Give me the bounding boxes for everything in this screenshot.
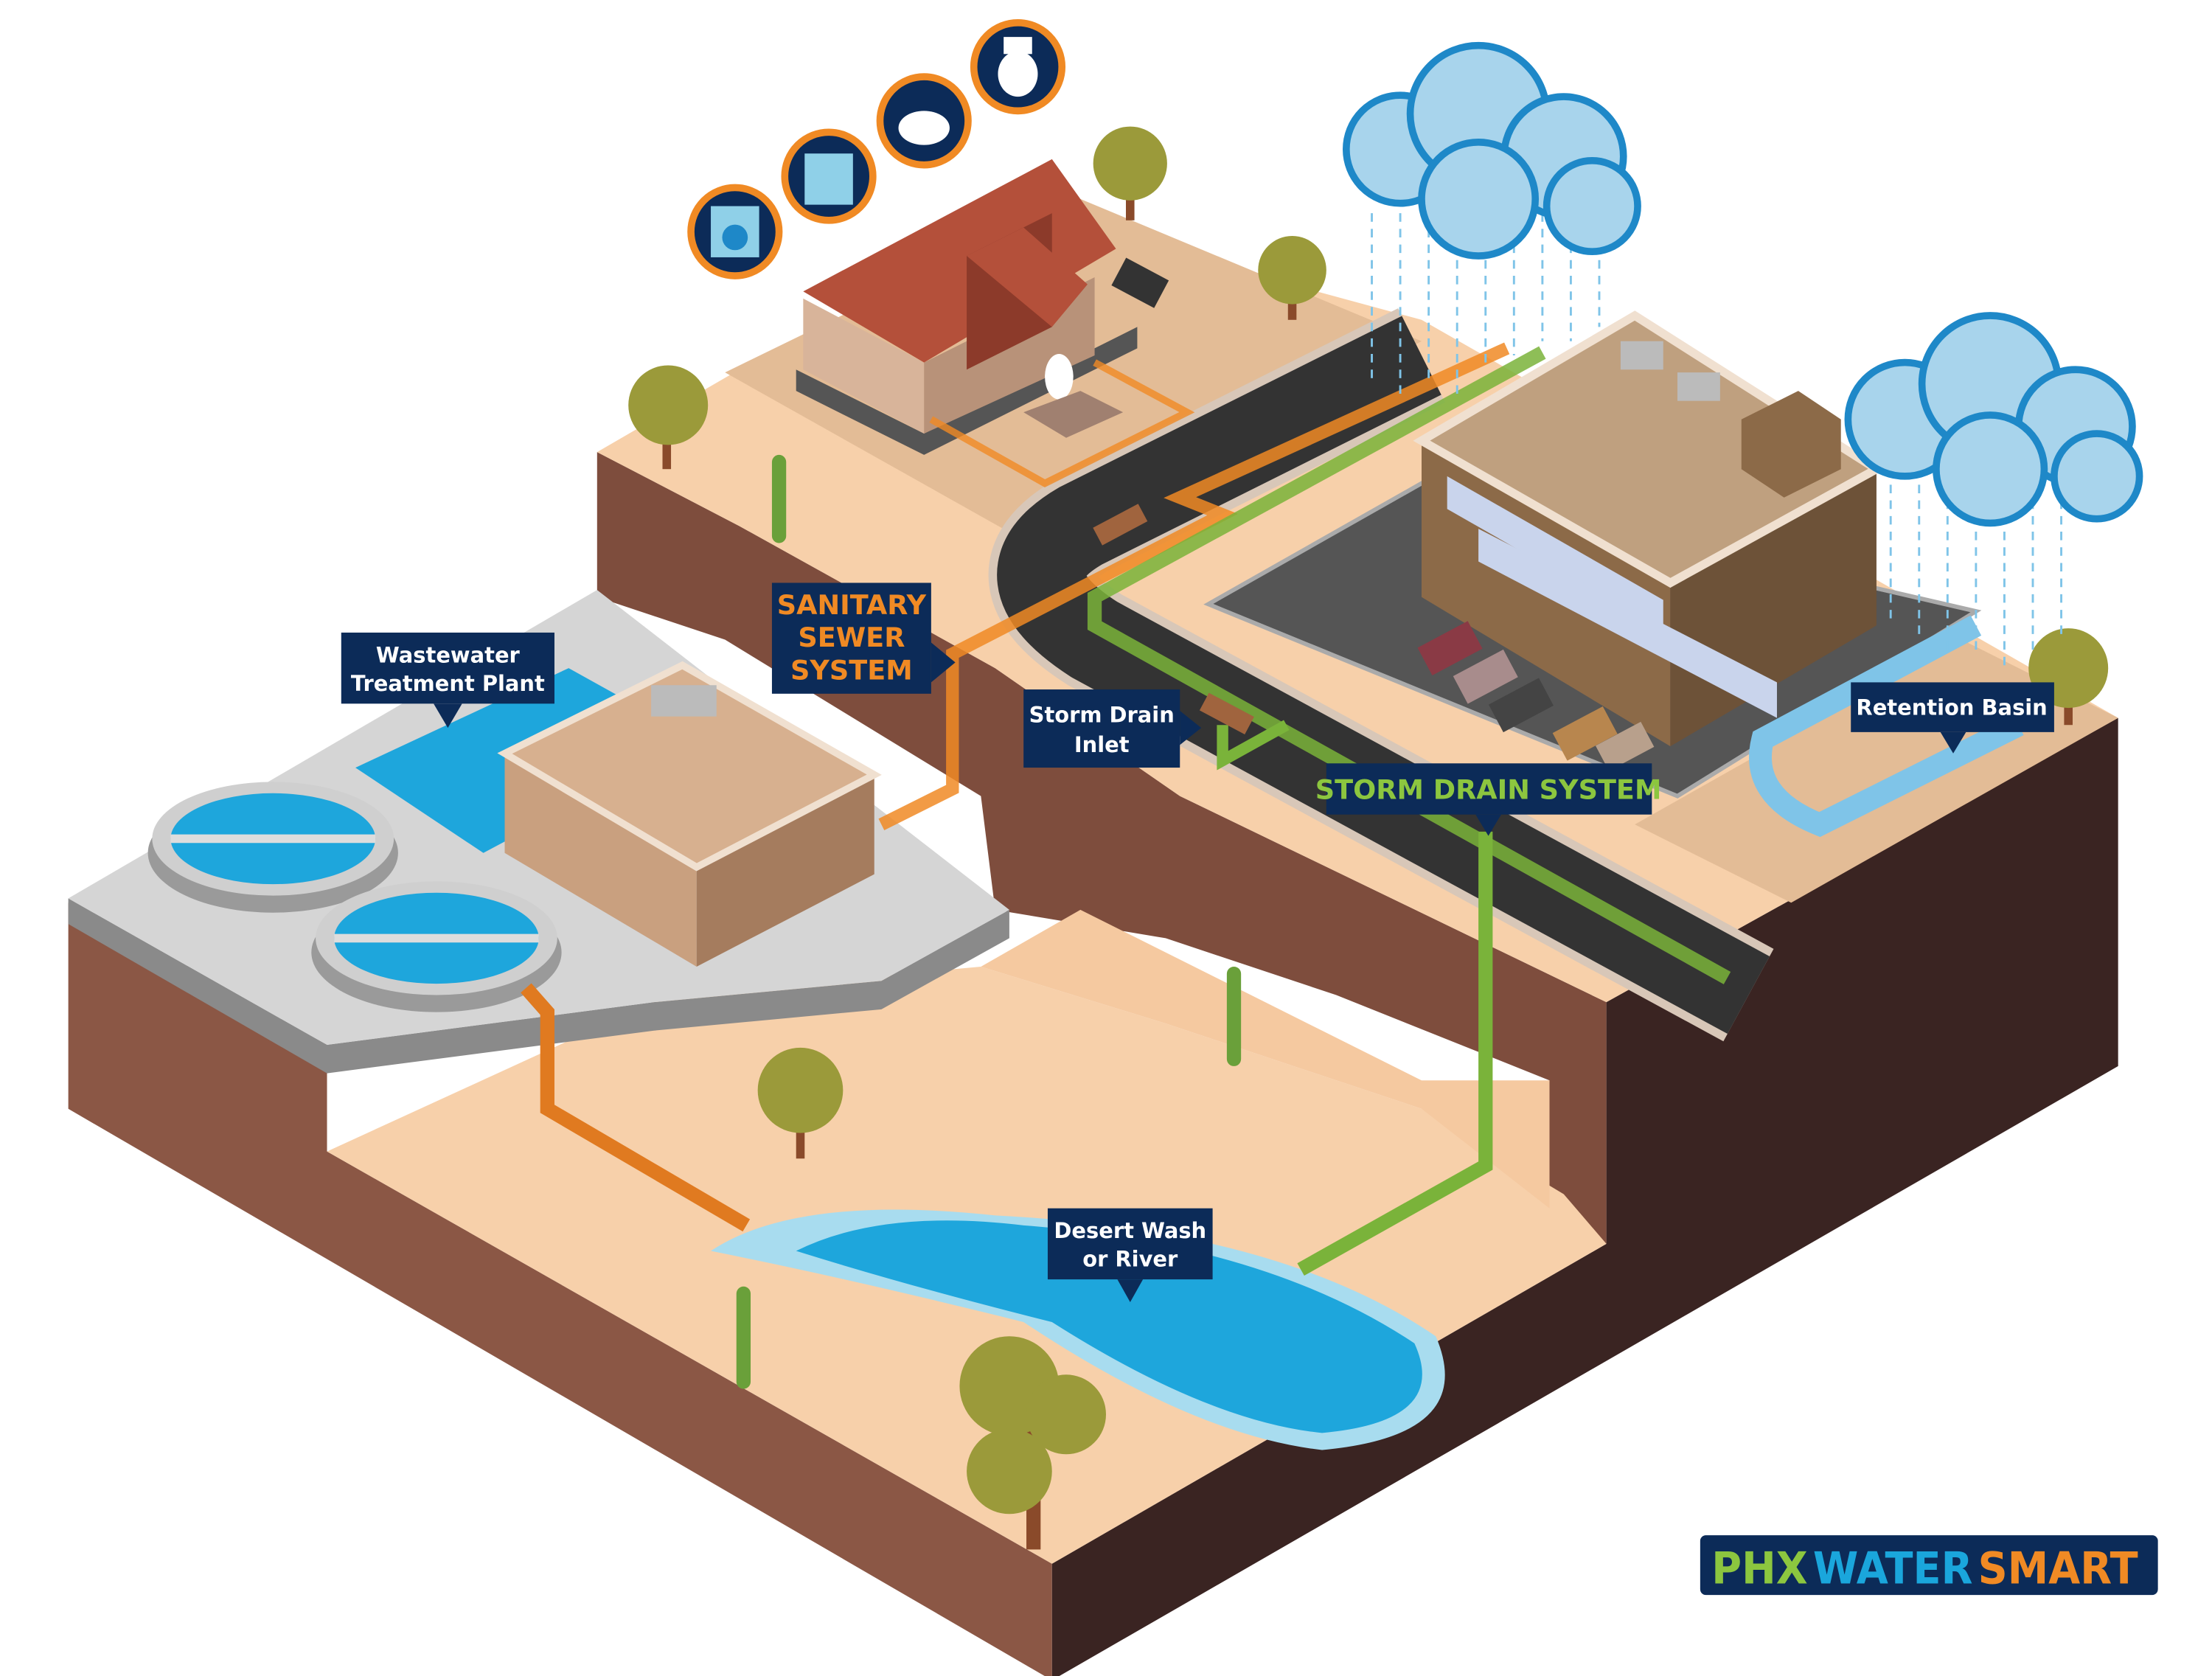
house-sewer-pipe: [929, 359, 1195, 487]
toilet-icon: [970, 19, 1066, 115]
logo-smart: SMART: [1978, 1544, 2138, 1595]
label-storm-drain-inlet: Storm Drain Inlet: [1023, 689, 1202, 768]
house: [796, 159, 1138, 455]
plant-slab-edge: [68, 898, 1009, 1074]
storm-outfall-pipe: [1297, 831, 1493, 1276]
tree: [628, 365, 709, 470]
label-storm-drain-system: STORM DRAIN SYSTEM: [1315, 763, 1662, 836]
label-text: Inlet: [1074, 732, 1130, 757]
tree: [1093, 126, 1167, 220]
cloud: [1844, 312, 2143, 527]
tree: [757, 1047, 844, 1159]
label-text: SANITARY: [777, 589, 927, 621]
treatment-building: [497, 661, 882, 967]
label-wastewater-treatment-plant: Wastewater Treatment Plant: [341, 632, 554, 729]
sanitary-sewer-pipe: [878, 342, 1510, 830]
cactus: [771, 454, 787, 543]
logo-water: WATER: [1813, 1544, 1973, 1595]
label-text: Wastewater: [376, 642, 521, 667]
house-car: [1111, 257, 1169, 308]
mid-ledge: [981, 909, 1550, 1209]
clarifier: [311, 881, 562, 1012]
plant-outfall-pipe: [521, 983, 751, 1232]
cactus: [736, 1286, 751, 1389]
storm-drain-inlet-grate: [1199, 692, 1254, 735]
river-water: [796, 1220, 1422, 1433]
label-text: Retention Basin: [1856, 695, 2047, 720]
label-text: Desert Wash: [1054, 1218, 1206, 1243]
label-retention-basin: Retention Basin: [1851, 682, 2054, 754]
label-text: Treatment Plant: [351, 671, 545, 696]
logo-phx: PHX: [1711, 1544, 1807, 1595]
tree: [1258, 236, 1326, 320]
label-text: SYSTEM: [790, 655, 913, 686]
road-surface: [997, 316, 1770, 1035]
storm-inlet-pipe: [1217, 720, 1290, 771]
label-sanitary-sewer-system: SANITARY SEWER SYSTEM: [771, 583, 956, 694]
cactus: [1226, 966, 1242, 1066]
storm-drain-grate: [1093, 504, 1148, 546]
label-desert-wash: Desert Wash or River: [1047, 1208, 1213, 1302]
parked-cars: [1417, 621, 1655, 771]
cloud: [1342, 41, 1641, 260]
label-text: STORM DRAIN SYSTEM: [1315, 773, 1662, 805]
clarifier: [147, 782, 398, 913]
washing-machine-icon: [687, 184, 783, 279]
shower-icon: [781, 128, 877, 224]
retention-basin-water: [1749, 615, 2024, 838]
svg-text:PHXWATERSMART: PHXWATERSMART: [1711, 1544, 2138, 1595]
label-text: or River: [1082, 1247, 1178, 1272]
terrain-left-face: [68, 903, 1052, 1676]
label-text: Storm Drain: [1029, 702, 1175, 727]
phx-water-smart-logo: PHXWATERSMART: [1700, 1535, 2158, 1596]
office-building: [1413, 310, 1885, 747]
sink-icon: [876, 73, 972, 169]
label-text: SEWER: [798, 622, 905, 653]
tree: [959, 1336, 1106, 1550]
